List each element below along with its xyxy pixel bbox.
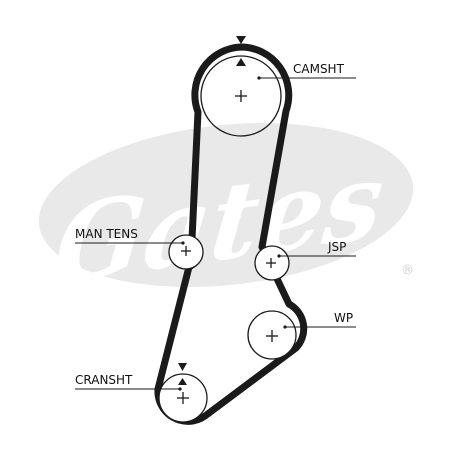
registered-mark: ® [401, 263, 414, 278]
crankshaft-timing-arrow-down-icon [178, 363, 187, 371]
crankshaft-timing-arrow-up-icon [178, 378, 187, 385]
camshaft-timing-arrow-up-icon [236, 58, 246, 66]
label-camshaft: CAMSHT [293, 62, 345, 76]
gates-logo-watermark: Gates ® [38, 123, 414, 308]
crankshaft-center-cross [177, 392, 189, 404]
manual-tensioner-center-cross [181, 246, 191, 256]
crankshaft-timing-mark [178, 363, 187, 385]
logo-ellipse [38, 123, 414, 287]
camshaft-center-cross [235, 90, 247, 102]
label-manual-tensioner: MAN TENS [75, 227, 138, 241]
camshaft-pulley [200, 55, 282, 137]
camshaft-timing-mark [236, 36, 246, 66]
camshaft-timing-arrow-down-icon [236, 36, 246, 44]
water-pump-center-cross [266, 330, 278, 342]
label-crankshaft: CRANSHT [75, 373, 133, 387]
label-water-pump: WP [334, 311, 353, 325]
jackshaft-center-cross [266, 258, 276, 268]
leader-lines [75, 76, 356, 391]
label-jackshaft-pulley: JSP [327, 240, 346, 254]
